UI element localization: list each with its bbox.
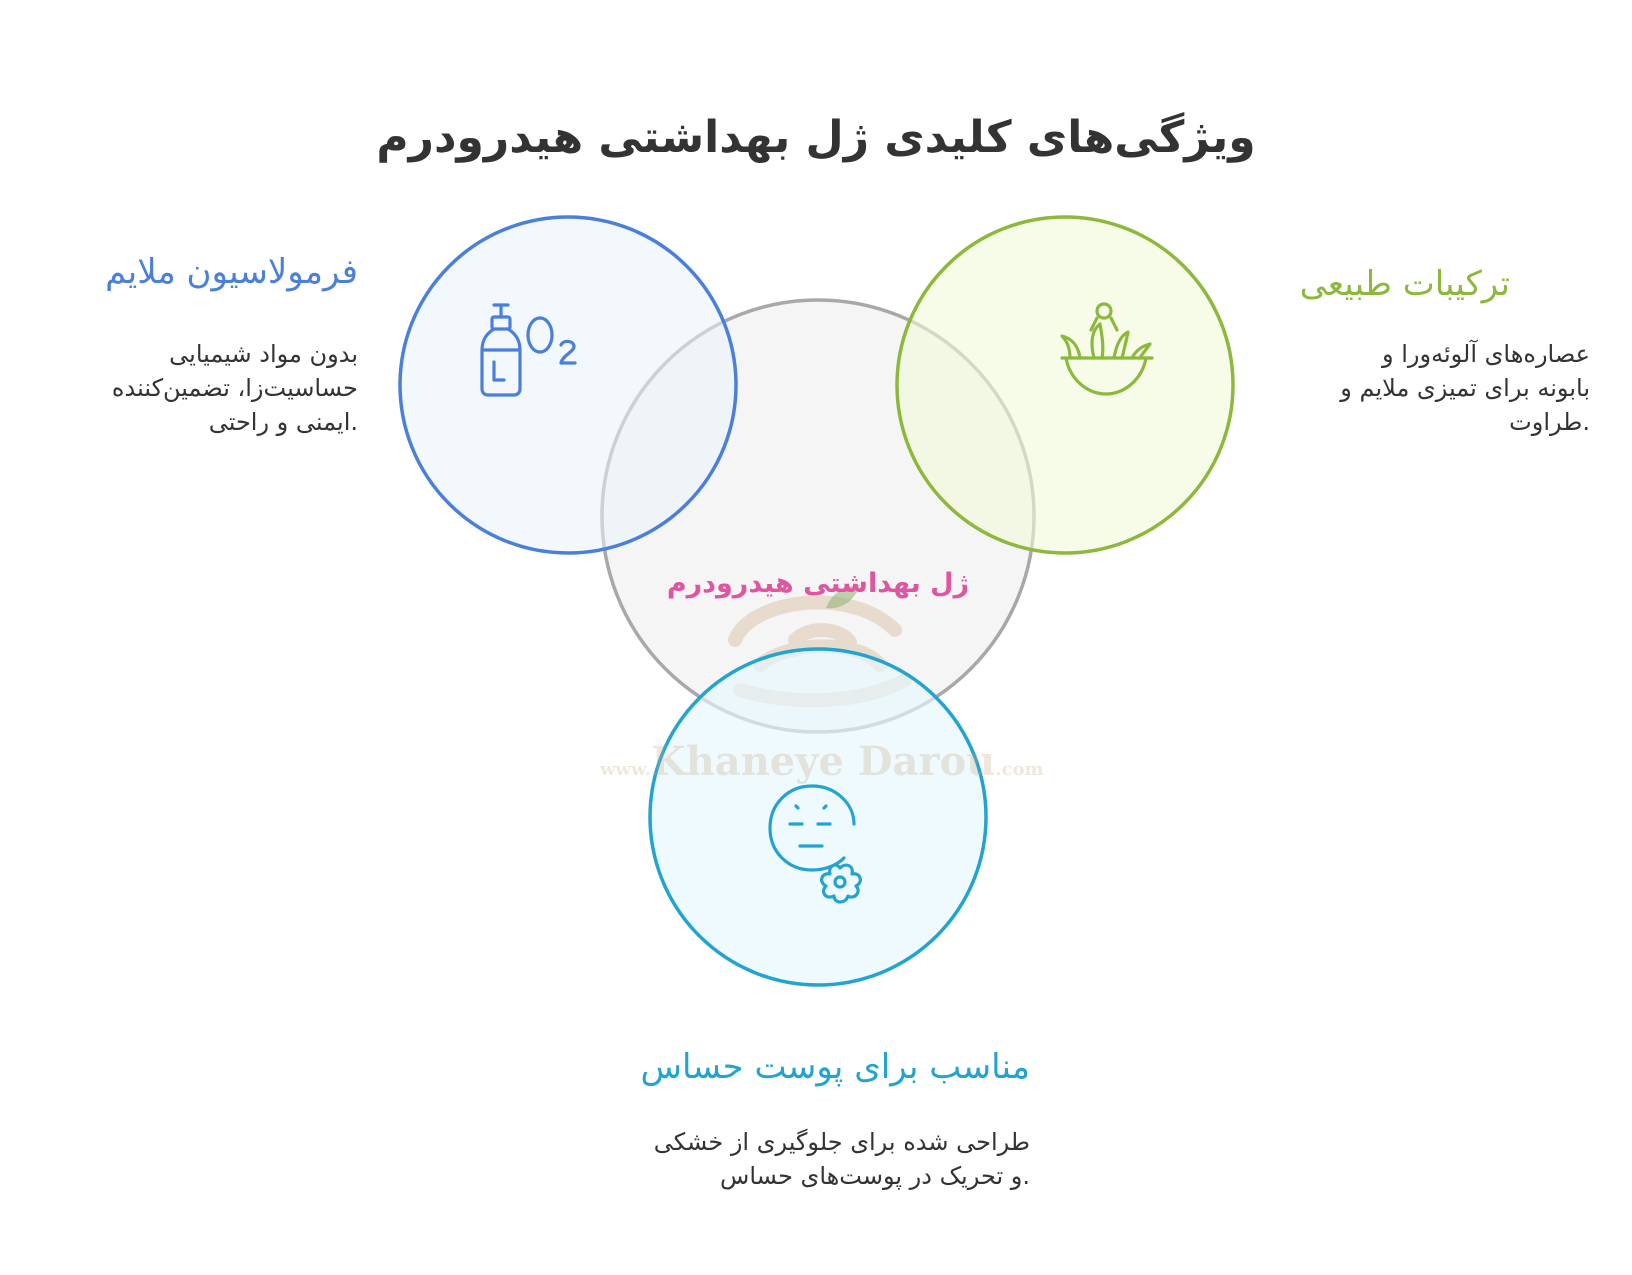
description-line: طراحی شده برای جلوگیری از خشکی [653,1128,1030,1156]
gentle-formula-circle [398,215,738,555]
description-line: بابونه برای تمیزی ملایم و [1340,374,1590,402]
feature-description-natural-ingredients: عصاره‌های آلوئه‌ورا و بابونه برای تمیزی … [1200,337,1590,439]
feature-heading-sensitive-skin: مناسب برای پوست حساس [640,1047,1030,1087]
watermark-suffix: .com [995,759,1044,780]
feature-description-gentle-formula: بدون مواد شیمیایی حساسیت‌زا، تضمین‌کننده… [40,337,358,439]
watermark-text: www.Khaneye Darou.com [600,738,1044,785]
description-line: حساسیت‌زا، تضمین‌کننده [111,374,358,402]
center-label: ژل بهداشتی هیدرودرم [666,568,970,599]
feature-heading-gentle-formula: فرمولاسیون ملایم [105,252,358,292]
plant-bowl-icon [1060,302,1154,396]
description-line: بدون مواد شیمیایی [169,340,358,368]
description-line: عصاره‌های آلوئه‌ورا و [1382,340,1590,368]
soap-bottle-oxygen-icon [480,303,577,397]
watermark-brand: Khaneye Darou [650,738,996,785]
description-line: .ایمنی و راحتی [208,408,358,436]
watermark-prefix: www. [600,759,651,780]
watermark-leaf [826,585,860,609]
description-line: .طراوت [1509,408,1590,436]
description-line: .و تحریک در پوست‌های حساس [720,1162,1030,1190]
natural-ingredients-circle [895,215,1235,555]
sensitive-skin-circle [648,647,988,987]
feature-heading-natural-ingredients: ترکیبات طبیعی [1299,264,1510,304]
page-title: ویژگی‌های کلیدی ژل بهداشتی هیدرودرم [376,112,1256,163]
sensitive-face-flower-icon [768,784,862,904]
feature-description-sensitive-skin: طراحی شده برای جلوگیری از خشکی .و تحریک … [560,1125,1030,1193]
